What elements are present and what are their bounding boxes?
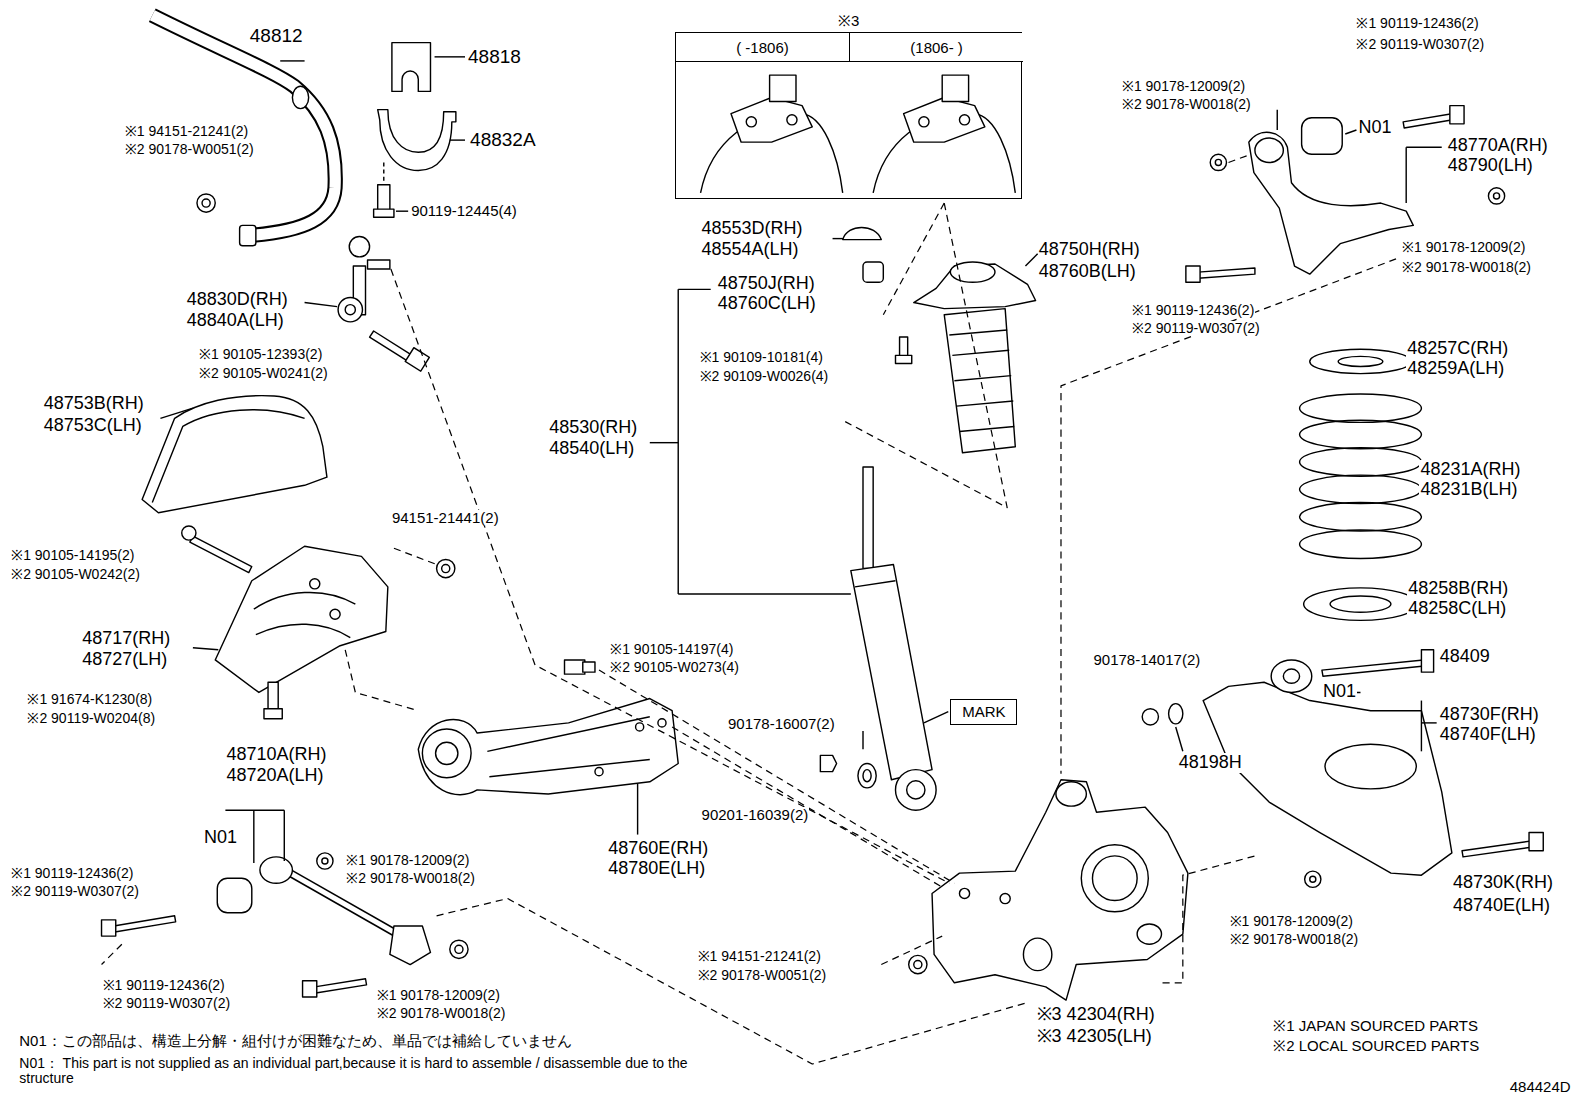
part-number: 48231A(RH) — [1419, 460, 1521, 480]
part-number: 48710A(RH) — [225, 745, 327, 765]
part-number: 48530(RH) — [548, 418, 638, 438]
part-number: 48740E(LH) — [1452, 896, 1551, 916]
part-number: ※1 90178-12009(2) — [376, 988, 501, 1003]
part-number: 48730K(RH) — [1452, 873, 1554, 893]
part-number: 48740F(LH) — [1439, 725, 1537, 745]
part-number: 90178-16007(2) — [727, 716, 836, 733]
part-number: ※1 90109-10181(4) — [699, 350, 824, 365]
part-number: ※2 90178-W0051(2) — [124, 142, 255, 157]
part-number: ※1 90105-14195(2) — [10, 548, 135, 563]
inset-box: ※3( -1806)(1806- ) — [675, 32, 1022, 199]
part-number: ※2 90119-W0307(2) — [102, 996, 232, 1011]
part-number: ※2 90119-W0307(2) — [1131, 321, 1261, 336]
box-label: ( -1806) — [736, 39, 789, 56]
part-number: 48231B(LH) — [1419, 480, 1518, 500]
part-number: 48553D(RH) — [701, 219, 804, 239]
part-number: 48760B(LH) — [1038, 262, 1137, 282]
inset-header-cell: ( -1806) — [676, 33, 850, 61]
part-number: 48832A — [469, 130, 537, 151]
part-number: ※2 90119-W0307(2) — [1355, 37, 1485, 52]
part-number: ※1 90105-12393(2) — [198, 347, 323, 362]
part-number: ※3 42305(LH) — [1036, 1027, 1153, 1047]
part-number: 48760E(RH) — [607, 839, 709, 859]
part-number: 48730F(RH) — [1439, 705, 1540, 725]
part-number: ※1 90105-14197(4) — [609, 642, 734, 657]
part-number: 48812 — [249, 26, 304, 47]
part-number: ※2 90119-W0204(8) — [26, 711, 156, 726]
part-number: 48727(LH) — [81, 650, 168, 670]
part-number: ※1 90178-12009(2) — [1121, 79, 1246, 94]
part-number: ※2 90178-W0018(2) — [376, 1006, 507, 1021]
part-number: ※1 90119-12436(2) — [1131, 303, 1255, 318]
part-number: 484424D — [1509, 1079, 1572, 1096]
part-number: 48750H(RH) — [1038, 240, 1141, 260]
part-number: 48818 — [467, 47, 522, 68]
mark-box: MARK — [950, 699, 1017, 725]
part-number: ※2 90105-W0242(2) — [10, 567, 141, 582]
note-reference: N01 — [203, 828, 238, 848]
part-number: ※1 90119-12436(2) — [10, 866, 134, 881]
part-number: 48258B(RH) — [1407, 579, 1509, 599]
footnote: N01： This part is not supplied as an ind… — [18, 1056, 720, 1087]
part-number: 48259A(LH) — [1406, 359, 1505, 379]
part-number: 48257C(RH) — [1406, 339, 1509, 359]
part-number: ※2 90178-W0018(2) — [1229, 932, 1360, 947]
note-reference: N01 — [1357, 118, 1392, 138]
inset-header-cell: (1806- ) — [850, 33, 1024, 61]
part-number: 48770A(RH) — [1447, 136, 1549, 156]
part-number: 48760C(LH) — [717, 294, 817, 314]
part-number: 48554A(LH) — [701, 240, 800, 260]
part-number: 48780E(LH) — [607, 859, 706, 879]
part-number: ※2 90109-W0026(4) — [699, 369, 830, 384]
part-number: 48830D(RH) — [186, 290, 289, 310]
part-number: 90178-14017(2) — [1092, 652, 1201, 669]
part-number: ※1 90119-12436(2) — [1355, 16, 1479, 31]
part-number: 48409 — [1439, 647, 1491, 667]
part-number: 48753C(LH) — [43, 416, 143, 436]
part-number: ※1 90178-12009(2) — [345, 853, 470, 868]
part-number: ※3 42304(RH) — [1036, 1005, 1156, 1025]
part-number: ※1 91674-K1230(8) — [26, 692, 153, 707]
part-number: ※1 90178-12009(2) — [1229, 914, 1354, 929]
footnote: ※1 JAPAN SOURCED PARTS — [1272, 1018, 1479, 1035]
part-number: 48540(LH) — [548, 439, 635, 459]
note-reference: N01 — [1322, 682, 1357, 702]
part-number: 90119-12445(4) — [410, 203, 518, 220]
box-label: MARK — [962, 703, 1005, 720]
part-number: 48720A(LH) — [225, 766, 324, 786]
footnote: ※2 LOCAL SOURCED PARTS — [1272, 1038, 1480, 1055]
part-number: 90201-16039(2) — [701, 807, 810, 824]
part-number: ※1 90178-12009(2) — [1401, 240, 1526, 255]
part-number: 48790(LH) — [1447, 156, 1534, 176]
part-number: 48198H — [1178, 753, 1243, 773]
part-number: ※2 90119-W0307(2) — [10, 884, 140, 899]
footnote: N01：この部品は、構造上分解・組付けが困難なため、単品では補給していません — [18, 1033, 573, 1050]
inset-heading: ※3 — [676, 10, 1021, 30]
part-number: ※2 90178-W0018(2) — [1121, 97, 1252, 112]
part-number: 48840A(LH) — [186, 311, 285, 331]
part-number: ※1 90119-12436(2) — [102, 978, 226, 993]
box-label: (1806- ) — [910, 39, 963, 56]
part-number: 48750J(RH) — [717, 274, 816, 294]
part-number: 94151-21441(2) — [391, 510, 500, 527]
part-number: ※2 90105-W0241(2) — [198, 366, 329, 381]
part-number: ※2 90105-W0273(4) — [609, 660, 740, 675]
part-number: 48753B(RH) — [43, 394, 145, 414]
part-number: 48717(RH) — [81, 629, 171, 649]
part-number: 48258C(LH) — [1407, 599, 1507, 619]
part-number: ※2 90178-W0051(2) — [697, 968, 828, 983]
part-number: ※2 90178-W0018(2) — [1401, 260, 1532, 275]
part-number: ※1 94151-21241(2) — [697, 949, 822, 964]
part-number: ※1 94151-21241(2) — [124, 124, 249, 139]
part-number: ※2 90178-W0018(2) — [345, 871, 476, 886]
